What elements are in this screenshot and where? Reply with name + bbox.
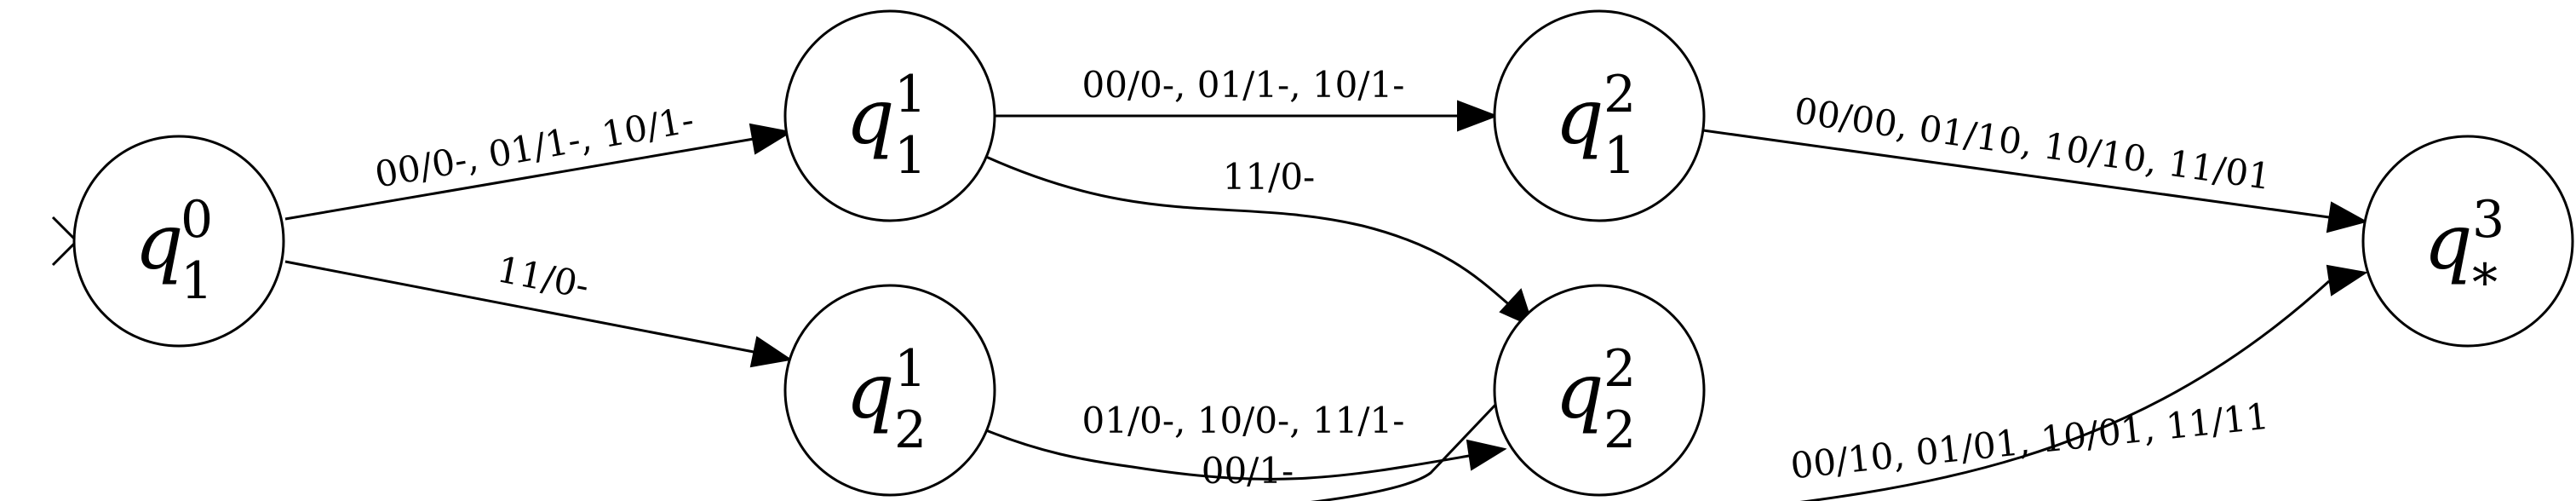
state-symbol: q bbox=[2424, 198, 2473, 287]
state-q2_2: q 2 2 bbox=[1493, 284, 1706, 497]
state-label: q 2 2 bbox=[1555, 339, 1639, 460]
state-q2_1: q 1 2 bbox=[783, 284, 996, 497]
state-subscript: 2 bbox=[1604, 400, 1636, 460]
edge-q2_2-qstar_3 bbox=[1799, 279, 2331, 501]
state-label: q 1 1 bbox=[846, 65, 930, 186]
state-q1_2: q 2 1 bbox=[1493, 9, 1706, 222]
edge-q1_2-qstar_3-arrowhead bbox=[2326, 201, 2368, 233]
state-label: q 2 1 bbox=[1555, 65, 1639, 186]
edge-label-q1_1-q1_2: 00/0-, 01/1-, 10/1- bbox=[1082, 64, 1405, 106]
state-superscript: 1 bbox=[894, 65, 927, 124]
edge-q2_2-qstar_3-arrowhead bbox=[2326, 264, 2368, 297]
state-subscript: 1 bbox=[894, 126, 927, 186]
edge-q2_1-q2_2 bbox=[985, 429, 1470, 481]
state-q1_0: q 0 1 bbox=[72, 135, 285, 348]
state-q1_1: q 1 1 bbox=[783, 9, 996, 222]
state-circle bbox=[72, 135, 285, 348]
edge-label-q1_1-q2_2: 11/0- bbox=[1223, 156, 1316, 198]
edge-label-q1_0-q2_1: 11/0- bbox=[494, 248, 593, 307]
edge-label-q2_2-qstar_3: 00/10, 01/01, 10/01, 11/11 bbox=[1788, 395, 2270, 487]
edge-q1_0-q2_1-arrowhead bbox=[749, 336, 793, 368]
edge-q1_1-q1_2-arrowhead bbox=[1457, 100, 1499, 132]
state-superscript: 2 bbox=[1604, 65, 1636, 124]
state-subscript: 1 bbox=[1604, 126, 1636, 186]
state-label: q 3 * bbox=[2424, 190, 2508, 313]
edge-q1_2-qstar_3 bbox=[1702, 129, 2330, 219]
state-label: q 0 1 bbox=[135, 190, 216, 311]
edge-q2_1-q2_2-arrowhead bbox=[1466, 439, 1507, 471]
edge-q1_0-q2_1 bbox=[284, 260, 754, 354]
state-superscript: 0 bbox=[181, 190, 213, 250]
edge-label-q2_1-q1_2: 00/1- bbox=[1202, 450, 1294, 492]
edge-q1_1-q2_2 bbox=[985, 155, 1512, 308]
edge-label-q2_1-q2_2: 01/0-, 10/0-, 11/1- bbox=[1082, 400, 1405, 441]
state-subscript: 1 bbox=[181, 251, 213, 311]
state-label: q 1 2 bbox=[846, 339, 930, 460]
state-superscript: 3 bbox=[2472, 190, 2504, 250]
state-qstar_3: q 3 * bbox=[2361, 135, 2574, 348]
state-superscript: 2 bbox=[1604, 339, 1636, 399]
state-circle bbox=[783, 9, 996, 222]
state-superscript: 1 bbox=[894, 339, 927, 399]
state-symbol: q bbox=[846, 72, 895, 162]
state-symbol: q bbox=[1555, 347, 1604, 436]
state-circle bbox=[2361, 135, 2574, 348]
state-circle bbox=[1493, 9, 1706, 222]
edge-q1_0-q1_1-arrowhead bbox=[749, 123, 793, 155]
state-subscript: 2 bbox=[894, 400, 927, 460]
state-symbol: q bbox=[135, 198, 184, 287]
state-circle bbox=[783, 284, 996, 497]
state-subscript: * bbox=[2472, 253, 2498, 313]
state-circle bbox=[1493, 284, 1706, 497]
edge-q1_0-q1_1 bbox=[284, 137, 754, 221]
transition-labels: 00/0-, 01/1-, 10/1- 11/0- 00/0-, 01/1-, … bbox=[372, 64, 2274, 492]
state-symbol: q bbox=[846, 347, 895, 436]
edge-label-q1_2-qstar_3: 00/00, 01/10, 10/10, 11/01 bbox=[1792, 89, 2274, 198]
edge-q2_1-q1_2-curve bbox=[1310, 383, 1516, 501]
state-symbol: q bbox=[1555, 72, 1604, 162]
edge-label-q1_0-q1_1: 00/0-, 01/1-, 10/1- bbox=[372, 99, 697, 196]
